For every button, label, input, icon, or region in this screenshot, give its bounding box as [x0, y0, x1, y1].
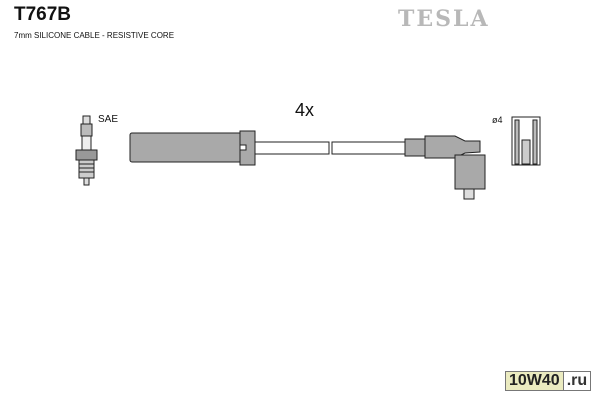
- cable: [254, 141, 407, 155]
- part-number: T767B: [14, 4, 72, 25]
- coil-boot: [404, 135, 486, 200]
- terminal-diameter-label: ø4: [492, 115, 503, 125]
- terminal-icon: [511, 116, 541, 166]
- cable-description: 7mm SILICONE CABLE - RESISTIVE CORE: [14, 31, 175, 40]
- plug-label: SAE: [98, 114, 119, 125]
- plug-boot: [129, 130, 256, 166]
- watermark-main: 10W40: [506, 372, 563, 390]
- brand-logo: TESLA: [398, 6, 490, 32]
- watermark: 10W40 .ru: [505, 371, 592, 391]
- quantity-label: 4x: [295, 100, 315, 120]
- spark-plug-icon: [75, 115, 98, 186]
- watermark-domain: .ru: [562, 372, 591, 390]
